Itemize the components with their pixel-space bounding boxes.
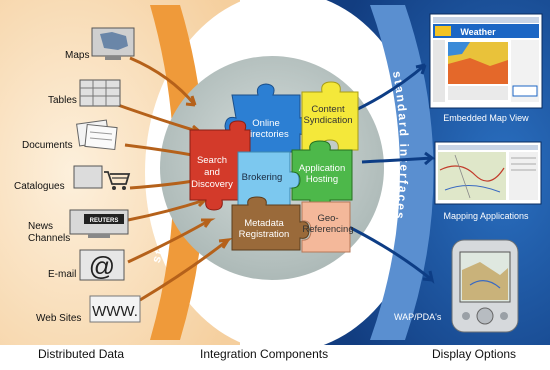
- wap-pda-label: WAP/PDA's: [394, 312, 442, 322]
- application-hosting-line2: Hosting: [306, 174, 338, 185]
- source-label-websites: Web Sites: [36, 313, 81, 324]
- content-syndication-line1: Content: [311, 104, 345, 115]
- mapping-applications-label: Mapping Applications: [443, 211, 529, 221]
- shopping-cart-icon: [73, 165, 131, 190]
- integration-diagram: standard interfaces standard interfaces …: [0, 0, 550, 345]
- source-label-documents: Documents: [22, 140, 73, 151]
- source-label-email: E-mail: [48, 269, 76, 280]
- brokering-label: Brokering: [242, 172, 283, 183]
- search-discovery-line1: Search: [197, 155, 227, 166]
- pda-device-icon: [451, 239, 519, 333]
- embedded-map-label: Embedded Map View: [443, 113, 529, 123]
- footer-distributed-data: Distributed Data: [38, 347, 125, 361]
- search-discovery-line3: Discovery: [191, 179, 233, 190]
- source-labels: Maps Tables Documents Catalogues News Ch…: [14, 50, 89, 324]
- source-label-news-line2: Channels: [28, 233, 70, 244]
- footer-display-options: Display Options: [432, 347, 517, 361]
- puzzle: Online Directories Content Syndication S…: [189, 81, 359, 253]
- source-icons: REUTERS @ WWW.: [69, 27, 141, 323]
- source-label-catalogues: Catalogues: [14, 181, 65, 192]
- documents-icon: [76, 119, 118, 151]
- source-label-news-line1: News: [28, 221, 53, 232]
- table-monitor-icon: [79, 79, 121, 107]
- puzzle-geo-referencing: [301, 201, 351, 253]
- embedded-map-view: Weather: [429, 13, 543, 109]
- email-icon-text: @: [89, 251, 115, 281]
- metadata-registration-line1: Metadata: [244, 218, 284, 229]
- at-sign-icon: @: [79, 249, 125, 281]
- source-label-tables: Tables: [48, 95, 77, 106]
- search-discovery-line2: and: [204, 167, 220, 178]
- www-icon-text: WWW.: [92, 303, 138, 320]
- mapping-applications: [434, 141, 542, 205]
- weather-banner-text: Weather: [460, 27, 496, 37]
- right-interface-band: [370, 5, 434, 340]
- map-monitor-icon: [91, 27, 135, 60]
- online-directories-line1: Online: [252, 118, 279, 129]
- www-icon: WWW.: [89, 295, 141, 323]
- application-hosting-line1: Application: [299, 163, 345, 174]
- news-monitor-icon: REUTERS: [69, 209, 129, 238]
- news-icon-text: REUTERS: [90, 218, 119, 224]
- footer-integration-components: Integration Components: [200, 347, 329, 361]
- source-label-maps: Maps: [65, 50, 89, 61]
- puzzle-metadata-registration: [231, 196, 310, 251]
- content-syndication-line2: Syndication: [303, 115, 352, 126]
- geo-referencing-line2: Referencing: [302, 224, 353, 235]
- online-directories-line2: Directories: [243, 129, 289, 140]
- geo-referencing-line1: Geo-: [317, 213, 338, 224]
- metadata-registration-line2: Registration: [239, 229, 290, 240]
